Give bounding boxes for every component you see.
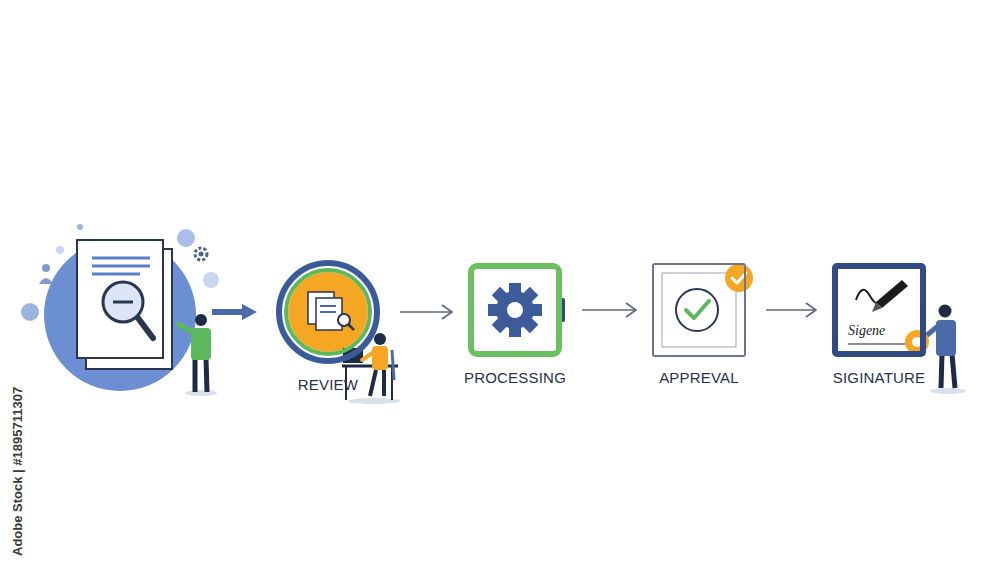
signature-icon xyxy=(876,280,908,308)
review-icon xyxy=(320,305,336,307)
approval-icon xyxy=(732,273,746,283)
document-search-illustration xyxy=(206,358,207,392)
review-icon xyxy=(392,350,394,380)
signature-box-outline xyxy=(832,263,926,357)
review-icon xyxy=(276,260,380,364)
document-search-illustration xyxy=(77,240,163,358)
signature-icon xyxy=(872,302,882,312)
flow-arrow xyxy=(582,309,636,311)
outer-ring xyxy=(279,263,377,361)
gear-teeth xyxy=(488,283,542,337)
document-search-illustration xyxy=(103,282,143,322)
document-search-illustration xyxy=(92,273,140,276)
step-label: REVIEW xyxy=(298,376,358,393)
review-icon xyxy=(320,311,336,313)
document-search-illustration xyxy=(113,301,133,304)
document-search-illustration xyxy=(203,272,219,288)
review-icon xyxy=(288,272,368,352)
document-search-illustration xyxy=(42,264,50,272)
signature-icon xyxy=(832,263,966,394)
document-search-illustration xyxy=(195,314,207,326)
step-label: SIGINATURE xyxy=(833,369,926,386)
approval-box-outline xyxy=(652,263,746,357)
gear-icon xyxy=(496,291,534,329)
document-search-illustration xyxy=(177,229,195,247)
review-icon xyxy=(348,324,354,330)
signature-icon xyxy=(941,354,942,388)
flow-arrow xyxy=(400,311,452,313)
approval-icon xyxy=(652,263,753,357)
watermark: Adobe Stock | #1895711307 xyxy=(10,387,25,556)
document-search-illustration xyxy=(56,246,64,254)
signature-icon xyxy=(848,344,905,345)
blue-arrow xyxy=(242,304,257,320)
step-label: PROCESSING xyxy=(464,369,566,386)
gear-icon xyxy=(507,302,523,318)
approval-icon xyxy=(725,264,753,292)
review-circle: REVIEW xyxy=(276,260,380,364)
approval-icon xyxy=(676,289,718,331)
approval-icon xyxy=(662,273,736,347)
blue-arrow xyxy=(212,309,244,315)
gear-icon xyxy=(468,263,565,357)
signature-icon xyxy=(930,388,966,394)
processing-box: PROCESSING xyxy=(468,263,562,357)
document-search-illustration xyxy=(138,318,153,338)
approval-icon xyxy=(652,263,746,357)
box-border xyxy=(835,266,923,354)
document-search-illustration xyxy=(92,257,150,260)
box-border xyxy=(653,264,745,356)
approval-box: APPREVAL xyxy=(652,263,746,357)
document-search-illustration xyxy=(195,248,207,260)
signature-icon xyxy=(952,354,955,388)
document-search-illustration xyxy=(178,324,193,332)
gear-icon xyxy=(468,263,562,357)
review-circle-outline xyxy=(276,260,380,364)
signature-box: SigeneSIGINATURE xyxy=(832,263,926,357)
signature-text: Sigene xyxy=(848,323,885,339)
review-icon xyxy=(362,352,374,360)
document-search-illustration xyxy=(21,303,39,321)
review-icon xyxy=(374,333,386,345)
document-search-illustration xyxy=(21,224,219,396)
document-search-illustration xyxy=(193,358,198,392)
document-search-illustration xyxy=(92,265,150,268)
document-search-illustration xyxy=(199,252,204,257)
review-icon xyxy=(372,346,388,370)
flow-arrow xyxy=(766,309,816,311)
blue-arrow xyxy=(212,304,257,320)
box-border xyxy=(471,266,559,354)
review-icon xyxy=(276,260,400,404)
inner-ring xyxy=(286,270,370,354)
processing-box-outline xyxy=(468,263,562,357)
review-icon xyxy=(382,370,386,396)
step-label: APPREVAL xyxy=(659,369,739,386)
document-search-illustration xyxy=(185,390,217,396)
review-icon xyxy=(342,365,398,368)
document-search-illustration xyxy=(44,239,196,391)
review-icon xyxy=(316,298,342,330)
approval-icon xyxy=(686,301,709,318)
review-icon xyxy=(370,370,376,396)
document-search-illustration xyxy=(39,278,53,284)
document-search-illustration xyxy=(77,224,83,230)
signature-icon xyxy=(926,326,938,336)
signature-icon xyxy=(939,305,952,318)
